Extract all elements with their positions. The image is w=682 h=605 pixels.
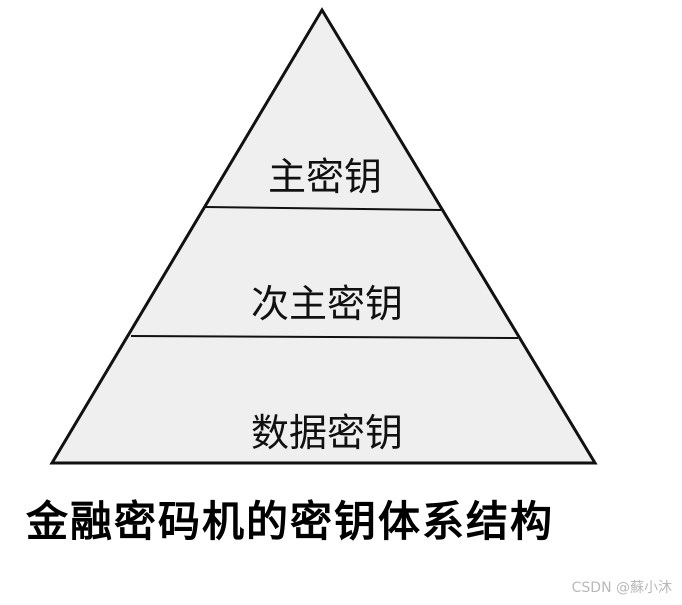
pyramid-outline — [49, 7, 598, 465]
level-divider-bottom — [130, 335, 519, 339]
level-label-sub-master-key: 次主密钥 — [251, 282, 403, 326]
watermark: CSDN @蘇小沐 — [571, 580, 672, 596]
level-label-data-key: 数据密钥 — [251, 411, 403, 455]
diagram-caption: 金融密码机的密钥体系结构 — [26, 497, 555, 546]
level-divider-top — [204, 206, 442, 211]
level-label-master-key: 主密钥 — [268, 155, 382, 199]
